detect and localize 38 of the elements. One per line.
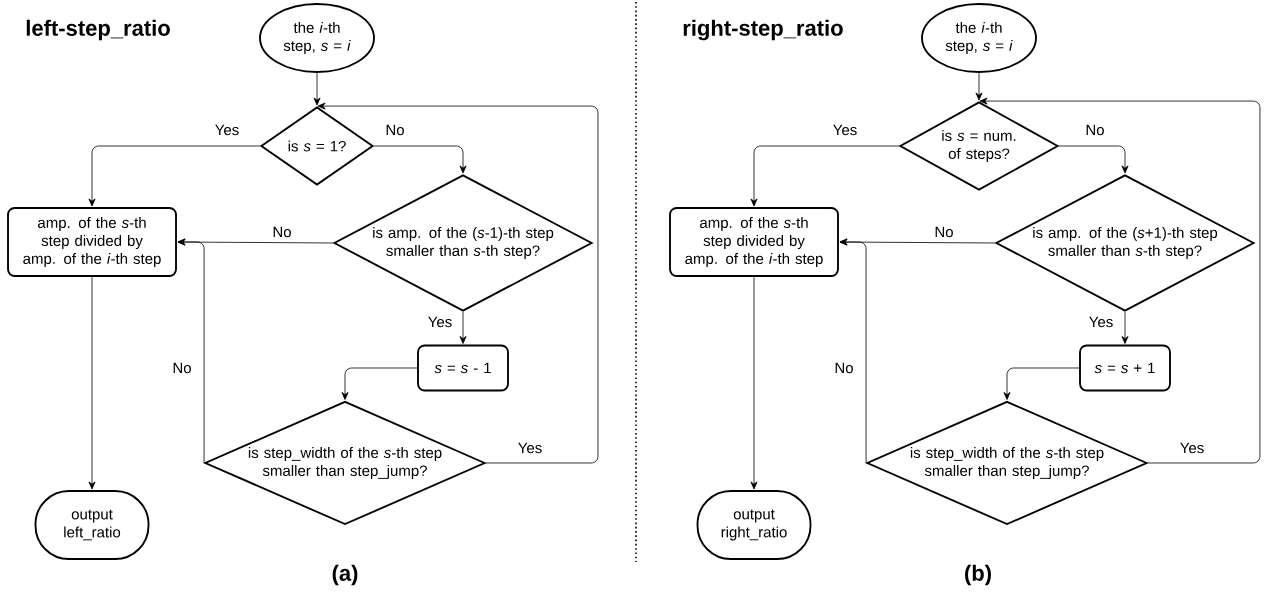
arrow <box>177 238 205 464</box>
arrow <box>979 97 1261 464</box>
arrow <box>317 102 599 464</box>
arrow <box>313 72 321 106</box>
arrow <box>459 311 467 344</box>
process-box: amp. of the s-th step divided by amp. of the i-th step <box>7 207 177 277</box>
arrow <box>839 238 867 464</box>
panel-label: (a) <box>332 564 358 586</box>
edge-label: No <box>271 225 293 239</box>
arrow <box>1121 311 1129 344</box>
process-box: s = s - 1 <box>417 344 509 392</box>
arrow <box>750 276 758 490</box>
edge-label: Yes <box>1087 315 1115 329</box>
terminal-box: output left_ratio <box>34 490 150 560</box>
edge-label: No <box>384 123 406 137</box>
edge-label: No <box>833 361 855 375</box>
edge-label: Yes <box>831 123 859 137</box>
panel-title: left-step_ratio <box>26 19 170 41</box>
panel-label: (b) <box>965 564 991 586</box>
arrow <box>88 145 261 207</box>
arrow <box>975 72 983 101</box>
edge-label: No <box>1084 123 1106 137</box>
arrow <box>1003 367 1080 400</box>
process-box: s = s + 1 <box>1079 344 1171 392</box>
arrow <box>88 276 96 490</box>
arrow <box>1058 145 1129 174</box>
process-box: amp. of the s-th step divided by amp. of the i-th step <box>669 207 839 277</box>
arrow <box>750 145 900 207</box>
edge-label: Yes <box>213 123 241 137</box>
edge-label: Yes <box>426 315 454 329</box>
edge-label: No <box>933 225 955 239</box>
edge-label: Yes <box>516 441 544 455</box>
edge-label: Yes <box>1178 441 1206 455</box>
terminal-box: output right_ratio <box>696 490 812 560</box>
arrow <box>373 145 467 174</box>
panel-title: right-step_ratio <box>683 19 843 41</box>
arrow <box>341 367 418 400</box>
edge-label: No <box>171 361 193 375</box>
